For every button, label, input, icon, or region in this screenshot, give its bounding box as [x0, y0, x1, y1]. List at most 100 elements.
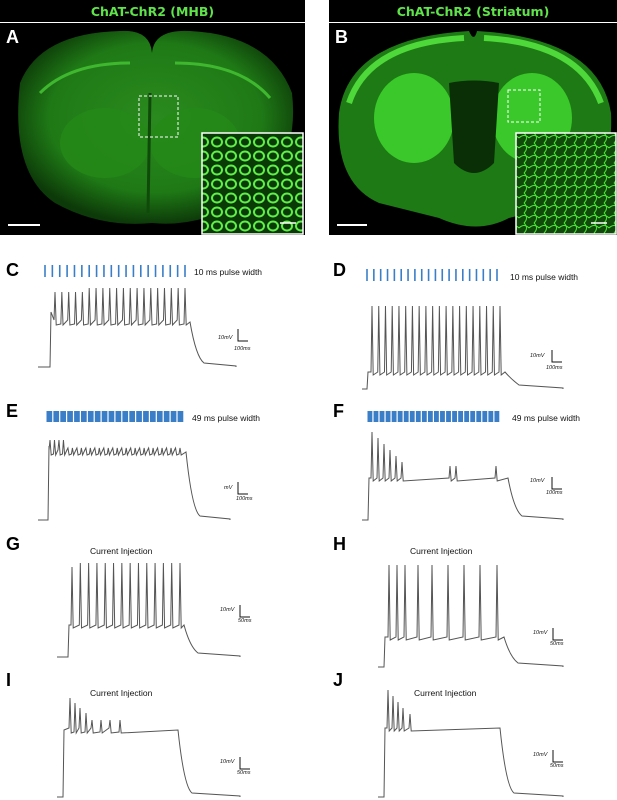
pulse-e-block [87, 411, 94, 422]
trace-i [57, 697, 241, 798]
pulse-e-block [156, 411, 163, 422]
panel-label-j: J [333, 670, 344, 690]
panel-label-b: B [335, 27, 348, 47]
pulse-e-block [53, 411, 60, 422]
scale-v-g: 10mV [220, 607, 235, 613]
scale-v-c: 10mV [218, 335, 233, 341]
pulse-f-block [427, 411, 433, 422]
trace-f [362, 431, 564, 521]
pulse-f-block [391, 411, 397, 422]
scale-t-j: 50ms [550, 763, 564, 769]
pulse-f-block [367, 411, 373, 422]
panel-label-c: C [6, 260, 19, 280]
panel-label-f: F [333, 401, 344, 421]
pulse-f-block [397, 411, 403, 422]
pulse-f-block [488, 411, 494, 422]
pulse-e-block [74, 411, 80, 422]
scale-v-e: mV [224, 485, 233, 491]
scale-t-f: 100ms [546, 490, 563, 496]
pulse-width-label-e: 49 ms pulse width [192, 413, 261, 423]
pulse-width-label-d: 10 ms pulse width [510, 272, 579, 282]
scale-t-i: 50ms [237, 770, 251, 776]
trace-c [38, 287, 237, 368]
panel-label-d: D [333, 260, 346, 280]
pulse-e-block [150, 411, 156, 422]
pulse-width-label-f: 49 ms pulse width [512, 413, 581, 423]
pulse-e-block [67, 411, 73, 422]
pulse-width-label-c: 10 ms pulse width [194, 267, 263, 277]
pulse-f-block [476, 411, 482, 422]
scale-t-c: 100ms [234, 346, 251, 352]
scale-t-g: 50ms [238, 618, 252, 624]
pulse-e-block [136, 411, 142, 422]
pulse-e-block [60, 411, 66, 422]
pulse-e-block [143, 411, 149, 422]
pulse-f-block [470, 411, 476, 422]
scale-v-i: 10mV [220, 759, 235, 765]
pulse-f-block [446, 411, 451, 422]
pulse-f-block [464, 411, 470, 422]
scale-bar-f [551, 477, 562, 490]
pulse-e-block [129, 411, 135, 422]
pulse-f-block [415, 411, 421, 422]
pulse-e-block [177, 411, 184, 422]
scale-bar-e [237, 482, 248, 495]
scale-v-j: 10mV [533, 752, 548, 758]
pulse-f-block [434, 411, 439, 422]
scale-bar-c [237, 329, 248, 342]
scale-bar-h [552, 628, 563, 641]
scale-t-d: 100ms [546, 365, 563, 371]
panel-label-h: H [333, 534, 346, 554]
pulse-f-block [458, 411, 464, 422]
panel-label-a: A [6, 27, 19, 47]
trace-h [378, 564, 564, 668]
caption-h: Current Injection [410, 546, 473, 556]
scale-bar-g [239, 605, 250, 618]
pulse-f-block [373, 411, 379, 422]
panel-a-header: ChAT-ChR2 (MHB) [0, 0, 305, 22]
panel-label-i: I [6, 670, 12, 690]
pulse-e-block [101, 411, 108, 422]
pulse-e-block [108, 411, 115, 422]
inset-zoom [515, 132, 617, 235]
trace-g [57, 562, 241, 658]
mhb-brain-section [8, 30, 304, 235]
pulse-f-block [379, 411, 385, 422]
panel-label-g: G [6, 534, 21, 554]
panel-label-e: E [6, 401, 19, 421]
pulse-f-block [452, 411, 457, 422]
pulse-f-block [385, 411, 391, 422]
pulse-e-block [94, 411, 101, 422]
scale-v-d: 10mV [530, 353, 545, 359]
pulse-e-block [122, 411, 129, 422]
pulse-e-block [163, 411, 170, 422]
pulse-f-block [440, 411, 445, 422]
pulse-f-block [421, 411, 427, 422]
caption-i: Current Injection [90, 688, 153, 698]
trace-j [378, 689, 564, 798]
panel-b-micrograph: B [329, 23, 617, 235]
scale-v-f: 10mV [530, 478, 545, 484]
trace-d [362, 305, 564, 390]
pulse-f-block [403, 411, 409, 422]
striatum-brain-section [337, 31, 617, 235]
scale-t-h: 50ms [550, 641, 564, 647]
pulse-e-block [46, 411, 53, 422]
pulse-f-block [494, 411, 500, 422]
pulse-f-block [482, 411, 488, 422]
scale-t-e: 100ms [236, 496, 253, 502]
inset-zoom [201, 132, 304, 235]
scale-bar-j [552, 750, 563, 763]
panel-b-header: ChAT-ChR2 (Striatum) [329, 0, 617, 22]
scale-v-h: 10mV [533, 630, 548, 636]
scale-bar-d [551, 350, 562, 363]
pulse-e-block [170, 411, 177, 422]
inset-roi-box [507, 89, 541, 123]
pulse-e-block [115, 411, 122, 422]
panel-a-micrograph: A [0, 23, 305, 235]
caption-g: Current Injection [90, 546, 153, 556]
scale-bar-i [239, 757, 250, 770]
trace-e [38, 439, 231, 521]
caption-j: Current Injection [414, 688, 477, 698]
